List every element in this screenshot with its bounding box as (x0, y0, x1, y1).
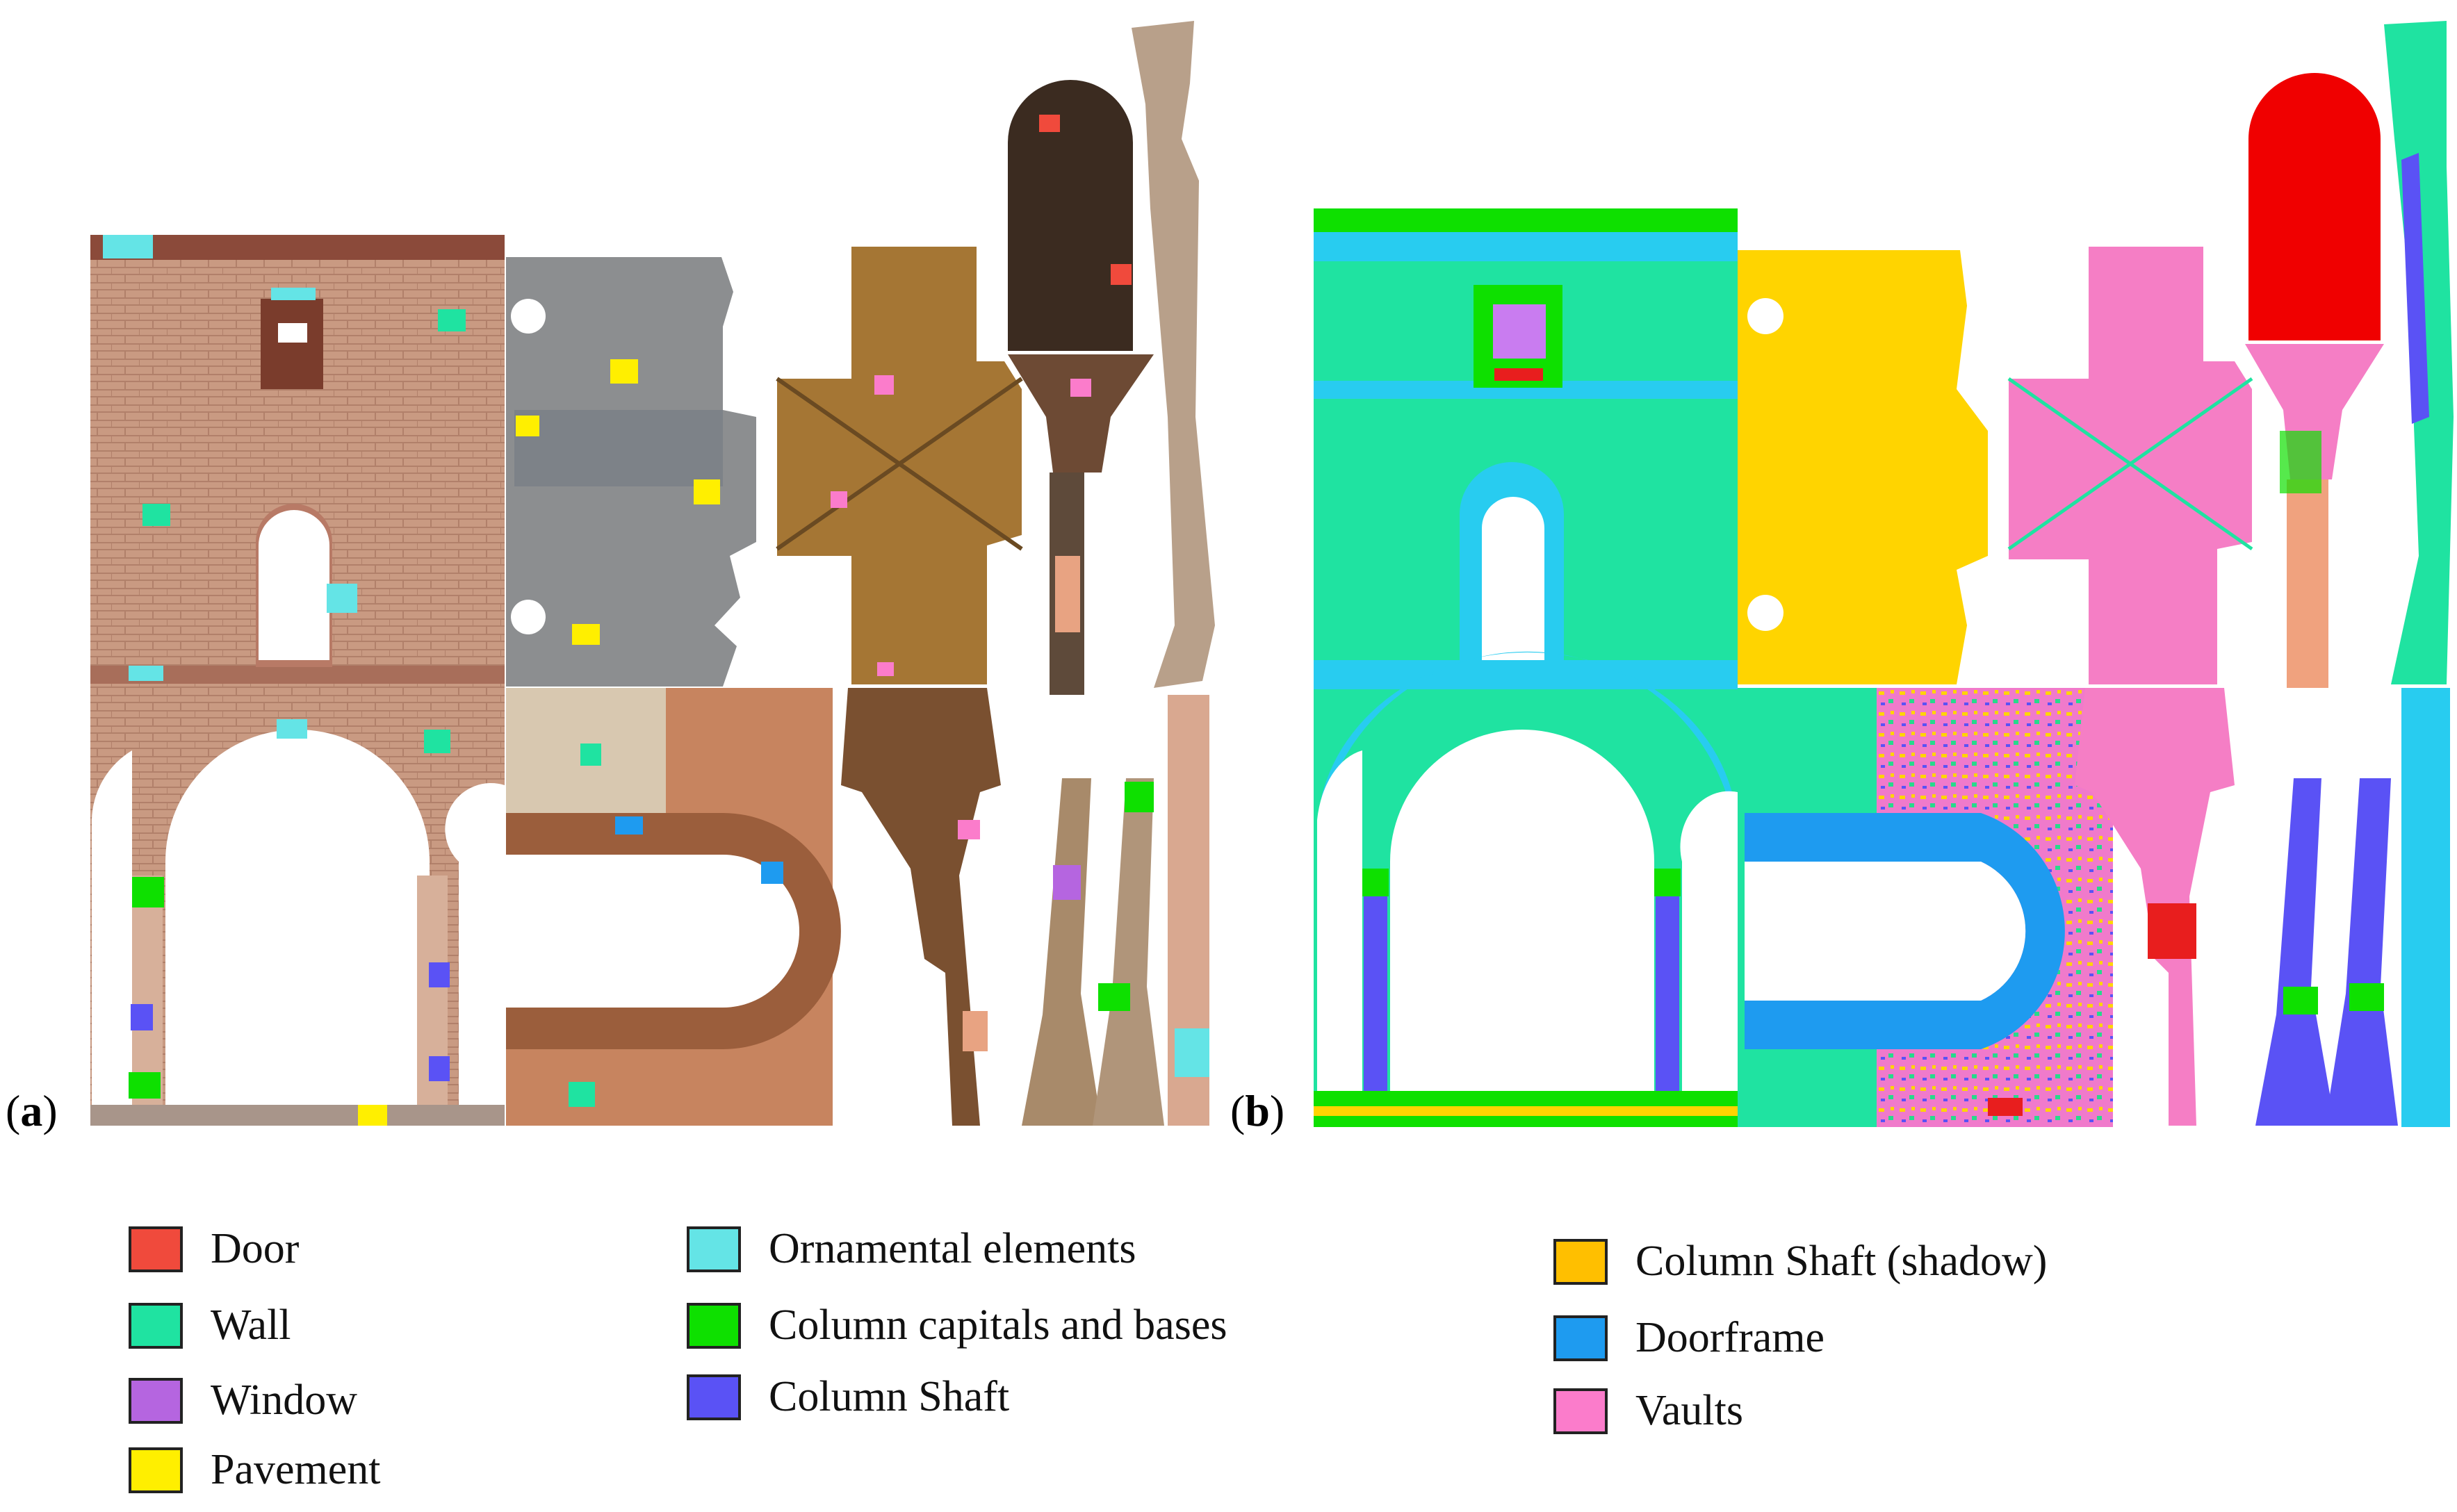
classified-facade (1314, 208, 1738, 1127)
legend-item-doorframe: Doorframe (1553, 1313, 1825, 1363)
legend-label-column-shaft: Column Shaft (769, 1373, 1010, 1420)
lower-capital-image (841, 688, 1001, 1126)
doorway-wall-image (506, 688, 841, 1126)
legend-swatch-column-shaft-shadow (1553, 1238, 1608, 1285)
classified-shaft-base-2 (2349, 983, 2384, 1011)
classified-strip-shaft (2401, 153, 2429, 424)
classified-shaft-base-1 (2283, 987, 2318, 1014)
legend-item-door: Door (129, 1224, 299, 1274)
legend-swatch-wall (129, 1302, 183, 1349)
legend-swatch-door (129, 1226, 183, 1272)
legend-item-vaults: Vaults (1553, 1386, 1743, 1436)
panel-a-orthomosaic: (a) (6, 21, 1215, 1135)
legend-label-pavement: Pavement (211, 1446, 381, 1493)
legend-label-ornamental-elements: Ornamental elements (769, 1225, 1136, 1272)
classified-lower-shaft-2 (2325, 778, 2398, 1126)
legend-item-ornamental-elements: Ornamental elements (687, 1224, 1136, 1274)
legend-item-column-capitals: Column capitals and bases (687, 1301, 1227, 1350)
legend-swatch-vaults (1553, 1388, 1608, 1434)
legend-swatch-window (129, 1377, 183, 1424)
classified-grey-vault (1738, 250, 1988, 684)
classified-lower-shaft-1 (2255, 778, 2335, 1126)
legend-swatch-column-capitals (687, 1302, 741, 1349)
classified-rib-vault (2007, 247, 2253, 684)
brick-facade-image (90, 235, 505, 1126)
legend-label-column-capitals: Column capitals and bases (769, 1301, 1227, 1349)
classified-door (2245, 73, 2384, 688)
legend-label-column-shaft-shadow: Column Shaft (shadow) (1635, 1238, 2048, 1285)
sample-markers (103, 115, 1209, 1126)
door-image (1008, 80, 1154, 695)
legend-label-door: Door (211, 1225, 300, 1272)
lower-shaft-image-2 (1093, 778, 1164, 1126)
legend-item-column-shaft-shadow: Column Shaft (shadow) (1553, 1237, 2047, 1286)
legend-label-doorframe: Doorframe (1635, 1314, 1825, 1361)
legend-item-pavement: Pavement (129, 1445, 381, 1495)
legend-swatch-column-shaft (687, 1374, 741, 1420)
panel-b-label: (b) (1230, 1086, 1284, 1135)
legend-swatch-ornamental-elements (687, 1226, 741, 1272)
grey-vault-image (506, 257, 756, 687)
legend-swatch-doorframe (1553, 1315, 1608, 1361)
classified-lower-edge-strip (2401, 688, 2450, 1127)
classified-doorway (1738, 688, 2113, 1127)
legend-label-vaults: Vaults (1635, 1387, 1743, 1434)
legend-item-column-shaft: Column Shaft (687, 1372, 1009, 1422)
legend-swatch-pavement (129, 1447, 183, 1493)
panel-b-classification: (b) (1230, 21, 2454, 1135)
column-strip-image (1132, 21, 1215, 688)
panel-a-label: (a) (6, 1086, 58, 1135)
legend-label-window: Window (211, 1377, 358, 1424)
legend-item-window: Window (129, 1376, 357, 1425)
classified-capital-detail (2148, 903, 2196, 959)
brown-vault-image (776, 247, 1023, 684)
lower-shaft-image-1 (1022, 778, 1102, 1126)
legend-label-wall: Wall (211, 1301, 291, 1349)
legend-item-wall: Wall (129, 1301, 291, 1350)
